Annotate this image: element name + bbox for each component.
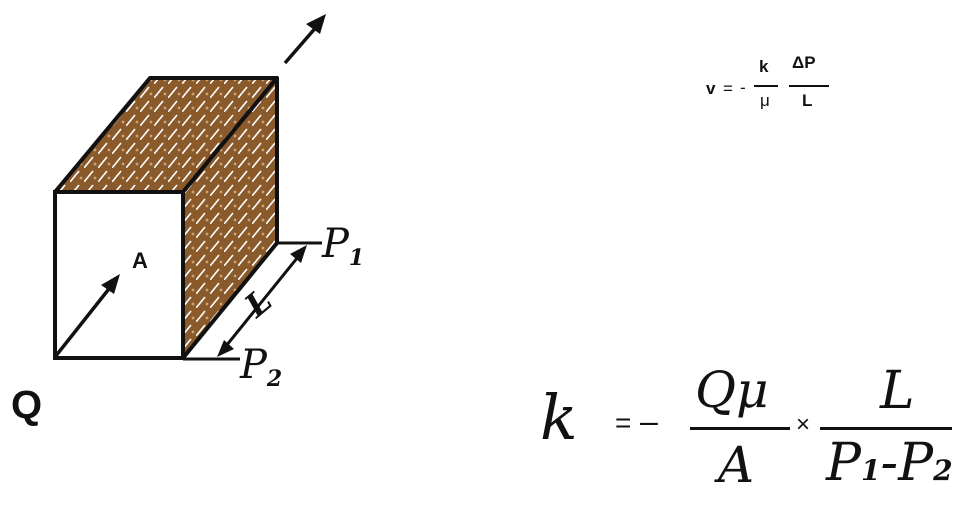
flow-label: Q (11, 383, 43, 427)
den-pressure-2: P (898, 433, 934, 493)
flow-in-arrowhead (101, 274, 120, 294)
area-denominator: A (718, 436, 755, 494)
velocity-fraction-bar-1 (754, 85, 778, 87)
flow-out-arrowhead (306, 14, 326, 34)
velocity-equation: v = - k μ ΔP L (706, 52, 876, 132)
pressure-difference-denominator: P1-P2 (826, 437, 953, 489)
area-label: A (132, 248, 148, 273)
permeability-equation: k = – Qμ A × L P1-P2 (530, 365, 955, 505)
velocity-minus: - (740, 78, 746, 97)
pressure-drop-symbol: ΔP (792, 53, 816, 72)
den-minus: - (880, 433, 899, 493)
velocity-symbol: v (706, 79, 716, 98)
pressure-in-label: P1 (322, 224, 364, 269)
flow-out-arrow (283, 23, 320, 65)
velocity-equals: = (723, 79, 733, 98)
den-pressure-1: P (826, 433, 861, 493)
permeability-equals: = (615, 407, 632, 438)
length-numerator: L (880, 361, 915, 421)
pressure-out-symbol: P (240, 342, 267, 388)
velocity-fraction-bar-2 (789, 85, 829, 87)
permeability-symbol-small: k (759, 57, 769, 76)
pressure-out-subscript: 2 (266, 366, 283, 392)
length-arrowhead-bottom (217, 340, 234, 357)
fraction-bar-2 (820, 427, 952, 430)
pressure-in-subscript: 1 (348, 245, 365, 271)
permeability-symbol: k (540, 381, 578, 454)
length-symbol-small: L (802, 91, 813, 110)
pressure-in-symbol: P (322, 221, 349, 267)
length-arrowhead-top (290, 245, 307, 263)
fraction-bar-1 (690, 427, 790, 430)
times-sign: × (796, 411, 811, 438)
den-sub-2: 2 (933, 454, 953, 487)
flow-in-arrow (53, 283, 114, 359)
flow-viscosity-numerator: Qμ (695, 361, 769, 419)
pressure-out-label: P2 (240, 345, 282, 390)
den-sub-1: 1 (861, 454, 881, 487)
viscosity-symbol-small: μ (760, 91, 770, 110)
permeability-minus: – (640, 403, 658, 439)
length-dimension-line (220, 251, 304, 352)
